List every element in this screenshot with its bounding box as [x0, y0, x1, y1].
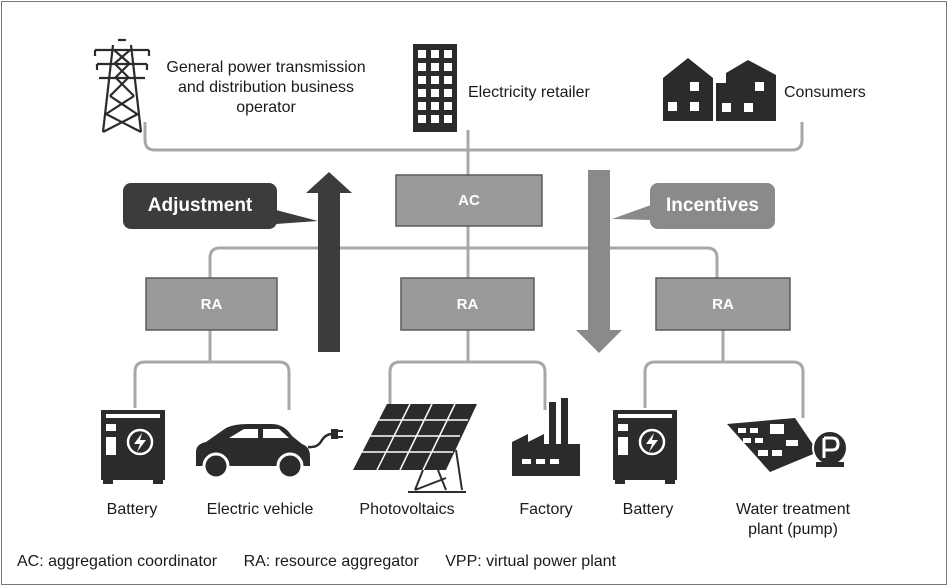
resource-label-photovoltaics: Photovoltaics — [359, 501, 455, 518]
electric-vehicle-icon — [196, 424, 343, 480]
legend: AC: aggregation coordinator RA: resource… — [17, 553, 638, 571]
building-window — [418, 89, 426, 97]
downward-arrow-icon — [576, 170, 622, 353]
ra2-fork — [388, 360, 547, 410]
adjustment-callout — [123, 183, 318, 229]
ac-box — [395, 174, 543, 227]
operator-label-line2: and distribution business — [177, 79, 355, 96]
building-window — [418, 102, 426, 110]
office-building-icon — [413, 44, 457, 132]
battery-icon — [613, 410, 677, 484]
resource-label-water-treatment: Water treatment plant (pump) — [716, 500, 870, 540]
battery-icon — [101, 410, 165, 484]
building-window — [444, 102, 452, 110]
ra-box-1 — [145, 277, 278, 331]
water-treatment-line2: plant (pump) — [748, 521, 838, 538]
building-window — [418, 63, 426, 71]
incentives-callout — [612, 183, 775, 229]
ra3-fork — [643, 360, 805, 418]
consumers-label: Consumers — [784, 84, 866, 101]
retailer-label: Electricity retailer — [468, 84, 590, 101]
building-window — [431, 102, 439, 110]
building-window — [431, 89, 439, 97]
ra-box-2 — [400, 277, 535, 331]
building-window — [444, 89, 452, 97]
connector-lines — [133, 122, 805, 418]
building-window — [431, 115, 439, 123]
building-window — [444, 76, 452, 84]
water-treatment-line1: Water treatment — [735, 501, 851, 518]
ra-bus-line — [208, 246, 719, 278]
building-window — [418, 50, 426, 58]
ra-label-2: RA — [456, 296, 479, 313]
operator-label-line1: General power transmission — [166, 59, 366, 76]
legend-ac: AC: aggregation coordinator — [17, 553, 218, 570]
water-treatment-plant-icon — [727, 418, 848, 472]
building-window — [431, 63, 439, 71]
houses-icon — [663, 58, 776, 121]
building-window — [431, 50, 439, 58]
factory-icon — [512, 398, 580, 476]
building-window — [444, 50, 452, 58]
operator-label: General power transmission and distribut… — [157, 58, 375, 118]
resource-label-factory: Factory — [519, 501, 573, 518]
building-window — [444, 63, 452, 71]
adjustment-label: Adjustment — [147, 195, 253, 216]
transmission-tower-icon — [93, 38, 151, 133]
building-window — [418, 76, 426, 84]
building-window — [431, 76, 439, 84]
ra-box-3 — [655, 277, 791, 331]
building-window — [418, 115, 426, 123]
upward-arrow-icon — [306, 172, 352, 352]
legend-ra: RA: resource aggregator — [243, 553, 419, 570]
building-window — [444, 115, 452, 123]
top-bus-line — [143, 122, 804, 152]
ra-label-1: RA — [200, 296, 223, 313]
ra-label-3: RA — [712, 296, 734, 313]
legend-vpp: VPP: virtual power plant — [445, 553, 616, 570]
resource-label-battery-2: Battery — [622, 501, 674, 518]
solar-panel-icon — [353, 403, 477, 493]
operator-label-line3: operator — [236, 99, 296, 116]
ac-label: AC — [458, 192, 480, 209]
resource-label-battery-1: Battery — [106, 501, 158, 518]
resource-label-electric-vehicle: Electric vehicle — [206, 501, 314, 518]
incentives-label: Incentives — [666, 195, 759, 216]
ra1-fork — [133, 360, 291, 410]
